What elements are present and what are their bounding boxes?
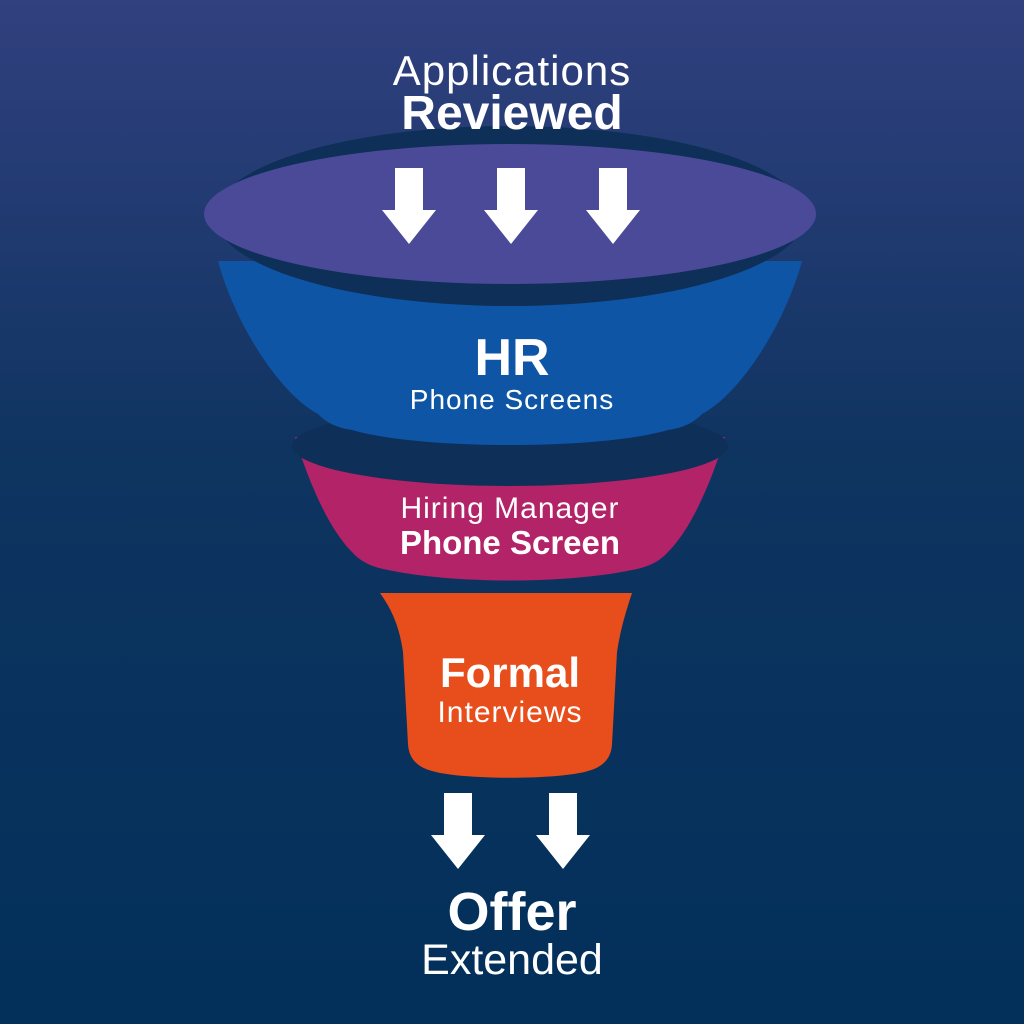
title-line1: Applications xyxy=(393,47,631,94)
outcome-line1: Offer xyxy=(447,882,576,942)
stage-formal-sublabel: Interviews xyxy=(437,696,582,729)
stage-hiring-manager-label: Hiring Manager xyxy=(400,492,619,525)
outcome-line2: Extended xyxy=(421,936,603,984)
stage-hr-shape xyxy=(218,261,802,445)
stage-hr-sublabel: Phone Screens xyxy=(410,384,614,415)
stage-hr-label: HR xyxy=(474,329,549,387)
stage-formal-interviews-shape xyxy=(380,593,632,778)
title-line2: Reviewed xyxy=(401,87,622,140)
stage-hiring-manager-sublabel: Phone Screen xyxy=(400,524,620,561)
stage-formal-label: Formal xyxy=(440,649,580,696)
